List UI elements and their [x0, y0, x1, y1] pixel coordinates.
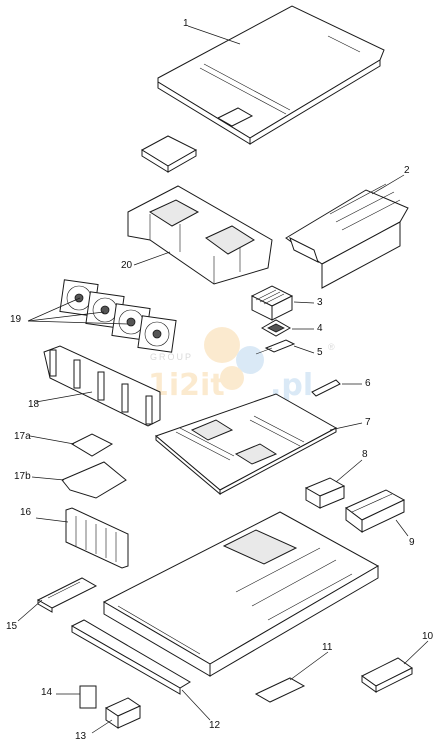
watermark-registered: ®: [328, 342, 335, 352]
callout-9: 9: [409, 537, 415, 548]
part-12-front-bar: [70, 619, 191, 695]
part-11-board: [254, 677, 306, 703]
leader-9: [395, 519, 409, 537]
part-6-dimm: [311, 379, 341, 397]
callout-4: 4: [317, 323, 323, 334]
callout-7: 7: [365, 417, 371, 428]
part-3-heat-sink: [250, 285, 294, 321]
part-8-psu-filler: [304, 477, 346, 509]
part-2-riser-assembly: [285, 183, 409, 289]
part-12-chassis: [102, 511, 380, 677]
leader-5: [293, 345, 315, 354]
leader-19b: [27, 311, 105, 322]
part-small-baffle: [140, 135, 198, 173]
callout-14: 14: [41, 687, 53, 698]
part-7-system-board: [155, 393, 338, 496]
part-9-power-supply: [345, 489, 406, 533]
callout-5: 5: [317, 347, 323, 358]
leader-lines: [17, 25, 429, 734]
leader-1: [187, 25, 241, 45]
leader-2: [371, 174, 405, 195]
part-4-processor: [260, 319, 292, 337]
leader-17a: [29, 435, 75, 445]
part-17a-bracket: [70, 433, 114, 457]
leader-13: [91, 719, 113, 734]
callout-19: 19: [10, 314, 22, 325]
leader-12: [181, 689, 211, 721]
leader-16: [35, 517, 69, 523]
part-18-fan-cage: [43, 345, 161, 427]
callout-12: 12: [209, 720, 221, 731]
leader-19c: [27, 320, 129, 325]
callout-11: 11: [322, 642, 333, 653]
watermark-group: GROUP: [150, 352, 193, 362]
part-17b-bracket: [61, 461, 127, 499]
leader-8: [335, 459, 363, 483]
leader-20: [133, 251, 171, 266]
callout-2: 2: [404, 165, 410, 176]
callout-18: 18: [28, 399, 40, 410]
callout-17b: 17b: [14, 471, 31, 482]
callout-13: 13: [75, 731, 87, 742]
part-13-drive: [104, 697, 142, 729]
part-14-filler: [79, 685, 97, 709]
leader-10: [403, 640, 429, 665]
callout-8: 8: [362, 449, 368, 460]
part-1-top-cover: [157, 5, 385, 145]
part-19-fans: [59, 279, 177, 353]
leader-17b: [31, 476, 65, 481]
part-15-adapter: [36, 577, 98, 613]
callout-1: 1: [183, 18, 189, 29]
part-5-processor-tool: [255, 339, 296, 355]
part-16-backplane: [65, 507, 129, 569]
leader-3: [293, 301, 315, 304]
leader-11: [289, 651, 329, 681]
callout-6: 6: [365, 378, 371, 389]
part-20-air-baffle: [127, 185, 273, 285]
part-10-dvd-drive: [361, 657, 413, 693]
callout-17a: 17a: [14, 431, 31, 442]
leader-15: [17, 599, 43, 622]
leader-18: [35, 391, 93, 403]
leader-7: [329, 422, 363, 431]
leader-19a: [27, 297, 81, 322]
callout-15: 15: [6, 621, 18, 632]
watermark-logo: 1i2it .pl GROUP ®: [148, 327, 335, 403]
callout-16: 16: [20, 507, 32, 518]
watermark-brand: 1i2it: [148, 368, 225, 403]
callout-20: 20: [121, 260, 133, 271]
callout-10: 10: [422, 631, 434, 642]
callout-3: 3: [317, 297, 323, 308]
fan-4: [137, 315, 177, 353]
